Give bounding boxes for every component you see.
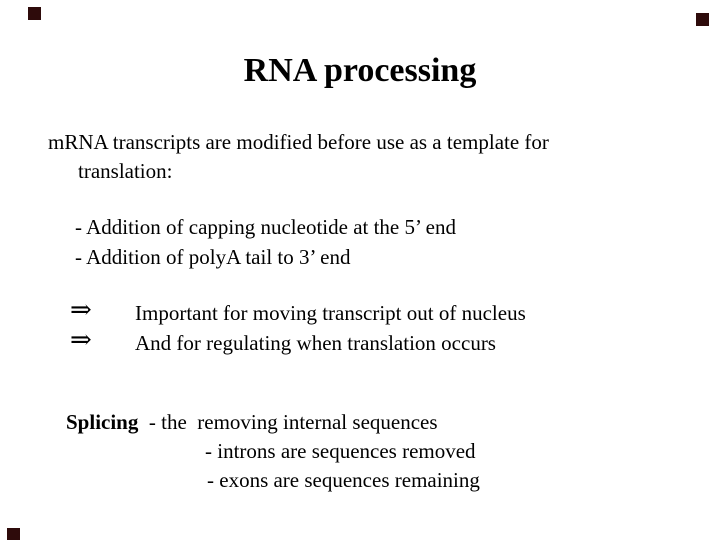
modification-bullet-2: - Addition of polyA tail to 3’ end xyxy=(75,245,351,269)
intro-line-1: mRNA transcripts are modified before use… xyxy=(48,130,549,154)
corner-marker-top-left-icon xyxy=(28,7,41,20)
corner-marker-top-right-icon xyxy=(696,13,709,26)
splicing-definition-line: Splicing - the removing internal sequenc… xyxy=(66,409,438,435)
double-arrow-icon: ⇒ xyxy=(70,325,92,354)
splicing-term: Splicing xyxy=(66,410,139,434)
splicing-subpoint-1: - introns are sequences removed xyxy=(205,439,476,463)
slide-title: RNA processing xyxy=(243,52,477,89)
corner-marker-bottom-left-icon xyxy=(7,528,20,540)
implication-line-2: And for regulating when translation occu… xyxy=(135,331,496,355)
splicing-definition: - the removing internal sequences xyxy=(138,410,438,434)
intro-line-2: translation: xyxy=(78,159,173,183)
implication-line-1: Important for moving transcript out of n… xyxy=(135,301,526,325)
double-arrow-icon: ⇒ xyxy=(70,295,92,324)
modification-bullet-1: - Addition of capping nucleotide at the … xyxy=(75,215,457,239)
splicing-subpoint-2: - exons are sequences remaining xyxy=(207,468,480,492)
